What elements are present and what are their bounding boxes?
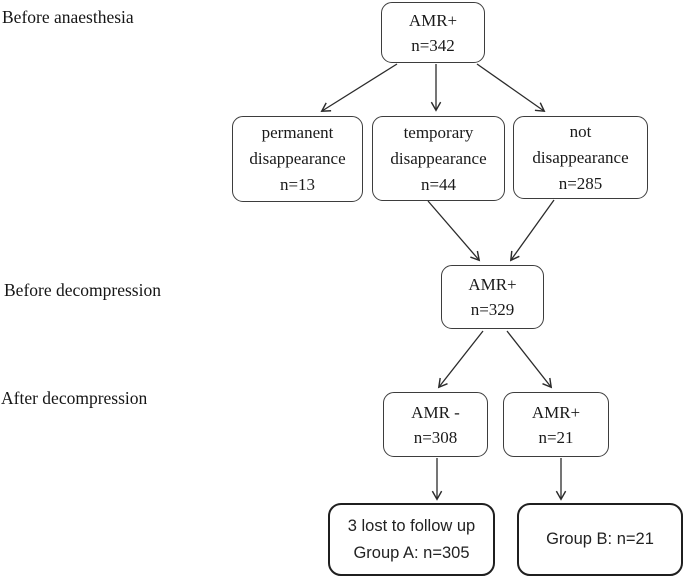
node-not-disappearance-count: n=285 bbox=[558, 173, 603, 193]
arrow-amr342-to-not-disappearance bbox=[476, 63, 546, 113]
node-permanent-disappearance: permanent disappearance n=13 bbox=[232, 116, 363, 202]
arrow-amr329-to-amr308 bbox=[437, 330, 484, 389]
arrow-amr342-to-permanent bbox=[320, 63, 398, 112]
node-temporary-line2: disappearance bbox=[390, 148, 487, 168]
arrow-not-disappearance-to-amr329 bbox=[509, 199, 555, 262]
node-not-disappearance: not disappearance n=285 bbox=[513, 116, 648, 199]
node-not-disappearance-line2: disappearance bbox=[532, 147, 629, 167]
node-amr-minus-308-count: n=308 bbox=[413, 427, 458, 447]
node-temporary-disappearance: temporary disappearance n=44 bbox=[372, 116, 505, 201]
node-amr-minus-308-title: AMR - bbox=[411, 402, 460, 422]
stage-label-before-anaesthesia: Before anaesthesia bbox=[2, 7, 134, 27]
node-amr-plus-329-title: AMR+ bbox=[468, 275, 517, 294]
node-amr-minus-308: AMR - n=308 bbox=[383, 392, 488, 457]
node-group-a: 3 lost to follow up Group A: n=305 bbox=[328, 503, 495, 576]
arrow-amr329-to-amr21 bbox=[506, 330, 553, 389]
node-group-b-label: Group B: n=21 bbox=[546, 530, 654, 548]
stage-label-after-decompression: After decompression bbox=[1, 388, 148, 408]
node-amr-plus-342: AMR+ n=342 bbox=[381, 2, 485, 63]
node-amr-plus-329-count: n=329 bbox=[470, 300, 515, 319]
node-group-a-lost-note: 3 lost to follow up bbox=[347, 516, 476, 535]
node-group-a-label: Group A: n=305 bbox=[353, 543, 470, 562]
node-amr-plus-329: AMR+ n=329 bbox=[441, 265, 544, 329]
node-temporary-count: n=44 bbox=[420, 174, 457, 194]
arrow-temporary-to-amr329 bbox=[427, 200, 481, 262]
stage-label-before-decompression: Before decompression bbox=[4, 280, 161, 300]
node-amr-plus-21: AMR+ n=21 bbox=[503, 392, 609, 457]
node-group-b: Group B: n=21 bbox=[517, 503, 683, 576]
node-amr-plus-342-count: n=342 bbox=[411, 35, 455, 55]
node-not-disappearance-line1: not bbox=[569, 121, 592, 141]
node-permanent-line1: permanent bbox=[261, 123, 334, 142]
node-permanent-count: n=13 bbox=[279, 175, 316, 194]
node-permanent-line2: disappearance bbox=[249, 149, 346, 168]
node-amr-plus-342-title: AMR+ bbox=[408, 10, 458, 30]
node-amr-plus-21-count: n=21 bbox=[538, 427, 574, 447]
node-amr-plus-21-title: AMR+ bbox=[531, 402, 581, 422]
node-temporary-line1: temporary bbox=[403, 122, 474, 142]
